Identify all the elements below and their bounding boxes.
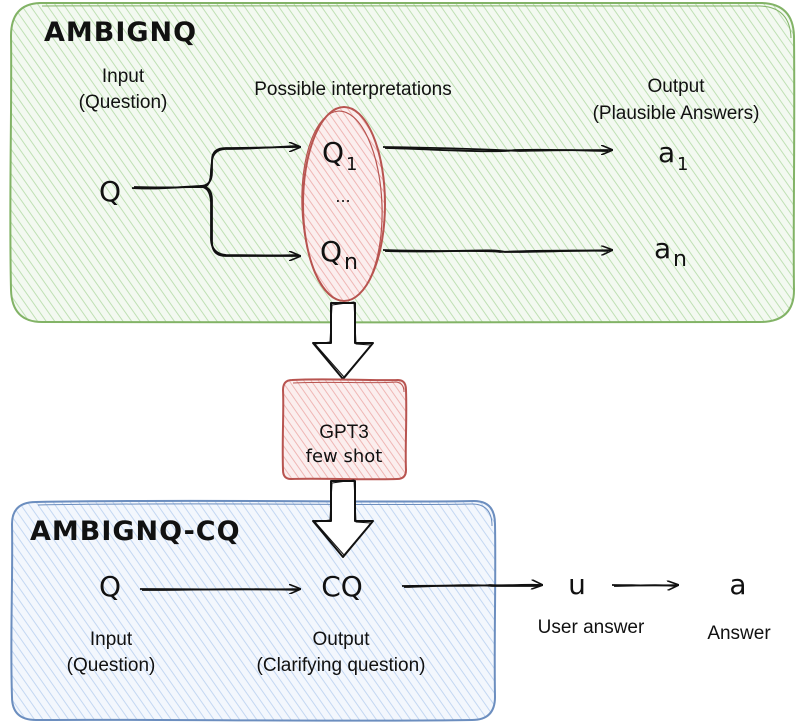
ambignq-title: AMBIGNQ bbox=[44, 17, 197, 48]
answer-an-subscript: n bbox=[673, 247, 687, 272]
ambignq-cq-title: AMBIGNQ-CQ bbox=[30, 516, 241, 547]
cq-input-label: Input bbox=[90, 629, 133, 650]
interpretation-qn: Q bbox=[320, 235, 342, 268]
branch-arrows bbox=[131, 146, 300, 256]
ambignq-box bbox=[9, 1, 796, 324]
cq-output-label: Output bbox=[312, 629, 370, 650]
interpretations-ellipse bbox=[301, 106, 386, 302]
cq-input-sublabel: (Question) bbox=[67, 655, 156, 676]
answer-an: a bbox=[654, 232, 671, 265]
cq-question-symbol: Q bbox=[99, 570, 121, 603]
interpretation-qn-subscript: n bbox=[344, 250, 358, 275]
ambignq-input-sublabel: (Question) bbox=[79, 92, 168, 113]
cq-output-sublabel: (Clarifying question) bbox=[257, 655, 426, 676]
block-arrow-to-cq bbox=[312, 479, 374, 558]
ambignq-input-label: Input bbox=[102, 66, 145, 87]
answer-a1-subscript: 1 bbox=[677, 154, 688, 175]
block-arrow-to-gpt3 bbox=[312, 301, 374, 380]
interpretation-q1-subscript: 1 bbox=[346, 154, 357, 175]
cq-arrows bbox=[139, 585, 678, 590]
gpt3-label: GPT3 bbox=[319, 422, 369, 443]
cq-clarifying-symbol: CQ bbox=[321, 570, 363, 603]
answer-arrows bbox=[382, 147, 612, 252]
gpt3-few-shot-label: few shot bbox=[306, 446, 383, 467]
interpretation-q1: Q bbox=[322, 136, 344, 169]
ambignq-output-sublabel: (Plausible Answers) bbox=[593, 103, 760, 124]
interpretation-ellipsis: ... bbox=[335, 187, 350, 206]
interpretations-label: Possible interpretations bbox=[254, 79, 452, 100]
final-answer-symbol: a bbox=[729, 568, 746, 601]
gpt3-box bbox=[281, 378, 408, 481]
user-answer-symbol: u bbox=[568, 568, 586, 601]
answer-label: Answer bbox=[707, 623, 771, 644]
user-answer-label: User answer bbox=[538, 617, 645, 638]
answer-a1: a bbox=[658, 136, 675, 169]
ambignq-question-symbol: Q bbox=[99, 175, 121, 208]
ambignq-output-label: Output bbox=[647, 76, 705, 97]
ambignq-cq-box bbox=[10, 499, 497, 722]
